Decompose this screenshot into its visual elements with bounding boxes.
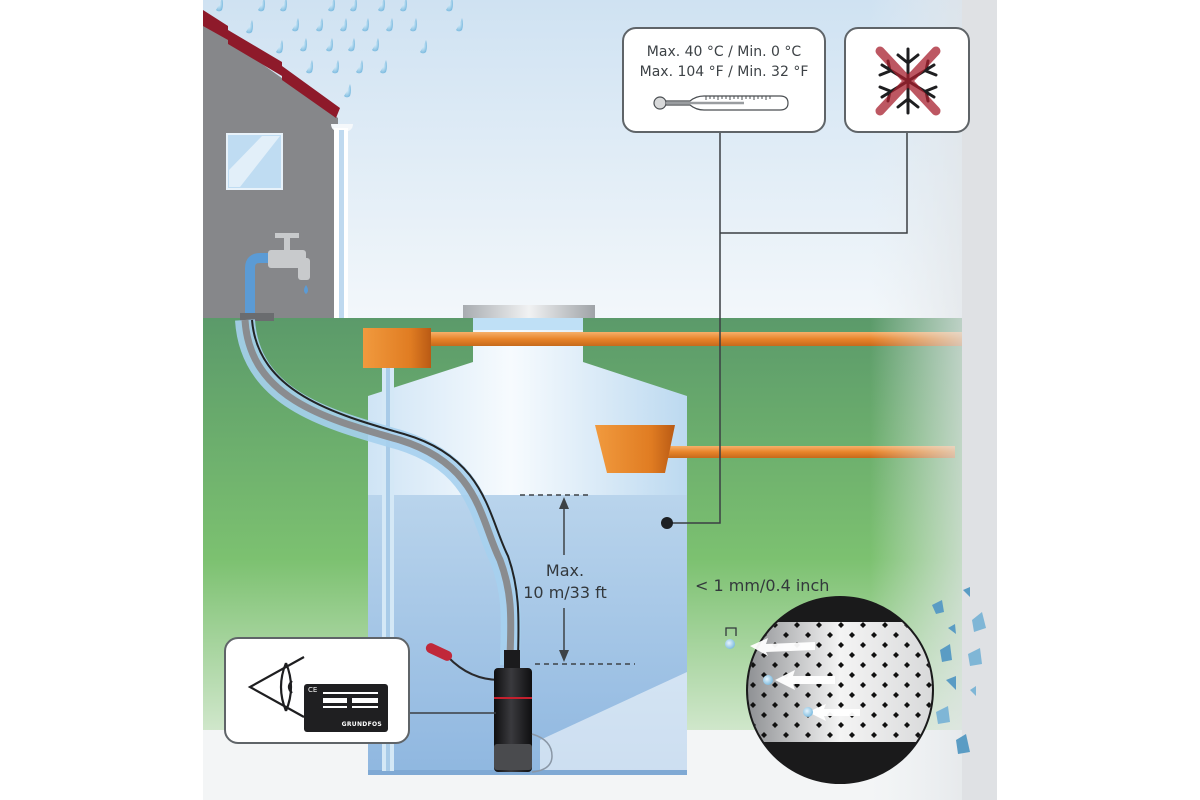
nameplate-line: [352, 706, 378, 708]
nameplate-callout: CE GRUNDFOS: [224, 637, 410, 744]
water-flow-arrows: [750, 638, 860, 721]
water-temperature-point: [661, 517, 673, 529]
grundfos-brand: GRUNDFOS: [341, 721, 382, 728]
ice-fragments: [932, 587, 986, 754]
max-depth-line-2: 10 m/33 ft: [523, 583, 607, 602]
depth-dimension: [520, 494, 635, 665]
nameplate-line: [323, 706, 347, 708]
pump-neck: [504, 650, 520, 670]
water-drop-icon: [304, 285, 308, 294]
snowflake-crossed-icon: [875, 46, 941, 116]
inlet-filter: [363, 328, 431, 368]
frost-warning-callout: [844, 27, 970, 133]
pump-nameplate: CE GRUNDFOS: [304, 684, 388, 732]
tank-inlet-pipe-core: [386, 366, 390, 771]
right-edge-band: [962, 0, 997, 800]
eye-icon: [247, 656, 305, 718]
pump-stripe: [494, 697, 532, 699]
window-glare: [229, 136, 280, 187]
water-droplet: [725, 639, 735, 649]
hose-outlet-bracket: [240, 313, 274, 321]
faucet-handle: [275, 233, 299, 238]
mesh-magnifier: [725, 596, 934, 784]
tank-lid: [463, 305, 595, 318]
nameplate-line: [352, 698, 378, 703]
faucet-supply-pipe: [245, 253, 272, 318]
pump-base: [494, 744, 532, 770]
filter-pipe: [430, 332, 997, 346]
overflow-siphon: [595, 425, 675, 473]
water-droplet: [803, 707, 813, 717]
nameplate-line: [323, 692, 378, 694]
tank-floor: [368, 770, 687, 775]
mesh-size-label: < 1 mm/0.4 inch: [695, 576, 830, 595]
faucet-icon: [268, 250, 306, 268]
discharge-hose: [235, 313, 521, 666]
house: [203, 10, 340, 318]
suction-zone: [540, 672, 687, 770]
ce-mark: CE: [308, 686, 318, 694]
thermometer-icon: [653, 95, 789, 111]
max-depth-label: Max. 10 m/33 ft: [510, 560, 620, 604]
pump-intake-ring: [531, 733, 553, 773]
callout-connectors: [410, 132, 908, 714]
rain-drops: [216, 0, 463, 98]
water-droplet: [763, 675, 773, 685]
float-switch: [425, 643, 453, 661]
nameplate-line: [323, 698, 347, 703]
roof: [203, 10, 340, 118]
temperature-callout: Max. 40 °C / Min. 0 °C Max. 104 °F / Min…: [622, 27, 826, 133]
temperature-celsius: Max. 40 °C / Min. 0 °C: [646, 44, 802, 60]
max-depth-line-1: Max.: [545, 561, 585, 580]
faucet-spout: [298, 258, 310, 280]
faucet-stem: [284, 236, 290, 252]
temperature-fahrenheit: Max. 104 °F / Min. 32 °F: [639, 64, 809, 80]
tank-neck: [473, 318, 583, 330]
submersible-pump: [425, 643, 553, 773]
mesh-size-bracket: [725, 627, 737, 636]
